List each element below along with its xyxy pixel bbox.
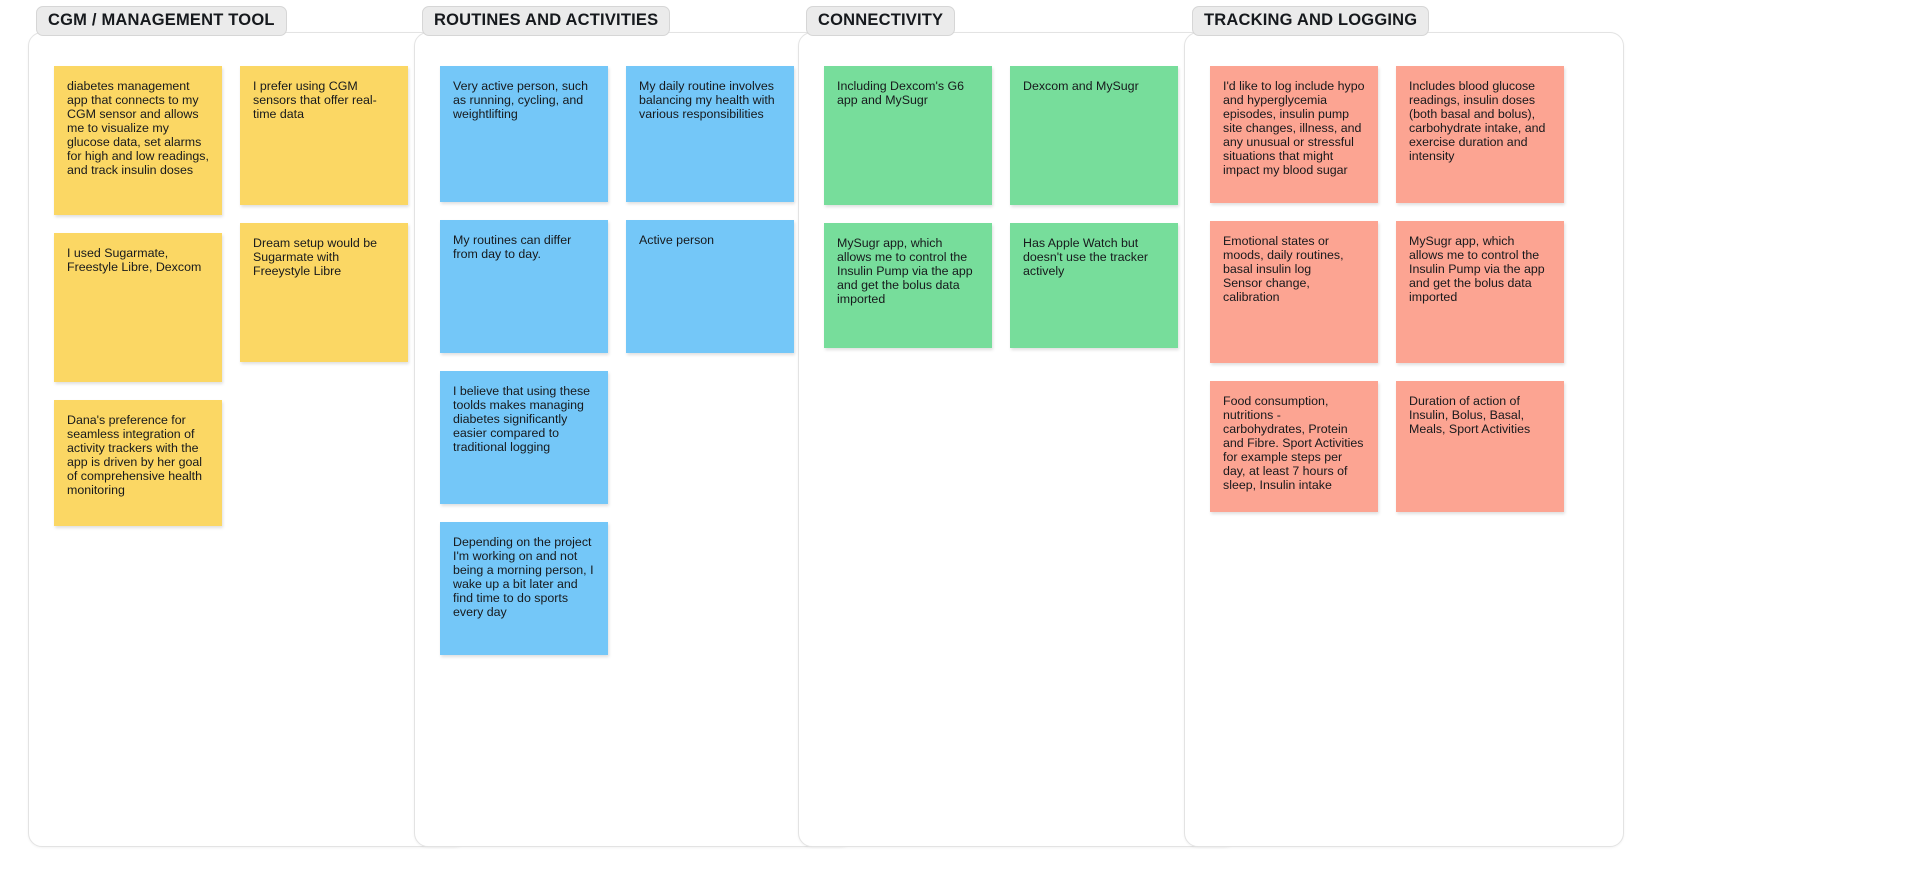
column-label[interactable]: TRACKING AND LOGGING: [1192, 6, 1430, 36]
sticky-note[interactable]: diabetes management app that connects to…: [54, 66, 222, 215]
sticky-note[interactable]: Dexcom and MySugr: [1010, 66, 1178, 205]
sticky-note[interactable]: I believe that using these toolds makes …: [440, 371, 608, 504]
sticky-note[interactable]: Very active person, such as running, cyc…: [440, 66, 608, 202]
sticky-note[interactable]: I'd like to log include hypo and hypergl…: [1210, 66, 1378, 203]
sticky-note[interactable]: Depending on the project I'm working on …: [440, 522, 608, 655]
sticky-note[interactable]: Duration of action of Insulin, Bolus, Ba…: [1396, 381, 1564, 512]
sticky-note[interactable]: Dana's preference for seamless integrati…: [54, 400, 222, 526]
note-stack-left: diabetes management app that connects to…: [54, 66, 222, 544]
board-column: ROUTINES AND ACTIVITIES Very active perso…: [414, 6, 854, 847]
board-column: CGM / MANAGEMENT TOOL diabetes management…: [28, 6, 468, 847]
column-label[interactable]: ROUTINES AND ACTIVITIES: [422, 6, 671, 36]
note-stack-left: Very active person, such as running, cyc…: [440, 66, 608, 673]
sticky-note[interactable]: Including Dexcom's G6 app and MySugr: [824, 66, 992, 205]
sticky-note[interactable]: Food consumption, nutritions - carbohydr…: [1210, 381, 1378, 512]
sticky-note[interactable]: Active person: [626, 220, 794, 353]
note-stack-left: I'd like to log include hypo and hypergl…: [1210, 66, 1378, 530]
sticky-note[interactable]: My daily routine involves balancing my h…: [626, 66, 794, 202]
sticky-note[interactable]: MySugr app, which allows me to control t…: [1396, 221, 1564, 363]
note-stack-right: Includes blood glucose readings, insulin…: [1396, 66, 1564, 530]
board-column: TRACKING AND LOGGING I'd like to log incl…: [1184, 6, 1624, 847]
sticky-note[interactable]: MySugr app, which allows me to control t…: [824, 223, 992, 348]
column-label[interactable]: CGM / MANAGEMENT TOOL: [36, 6, 287, 36]
note-stack-right: I prefer using CGM sensors that offer re…: [240, 66, 408, 380]
sticky-note[interactable]: Dream setup would be Sugarmate with Free…: [240, 223, 408, 362]
sticky-note[interactable]: Emotional states or moods, daily routine…: [1210, 221, 1378, 363]
sticky-note[interactable]: My routines can differ from day to day.: [440, 220, 608, 353]
sticky-note[interactable]: Includes blood glucose readings, insulin…: [1396, 66, 1564, 203]
sticky-note[interactable]: I prefer using CGM sensors that offer re…: [240, 66, 408, 205]
note-stack-right: My daily routine involves balancing my h…: [626, 66, 794, 371]
board-column: CONNECTIVITY Including Dexcom's G6 app an…: [798, 6, 1238, 847]
sticky-note[interactable]: I used Sugarmate, Freestyle Libre, Dexco…: [54, 233, 222, 382]
column-label[interactable]: CONNECTIVITY: [806, 6, 956, 36]
sticky-note[interactable]: Has Apple Watch but doesn't use the trac…: [1010, 223, 1178, 348]
